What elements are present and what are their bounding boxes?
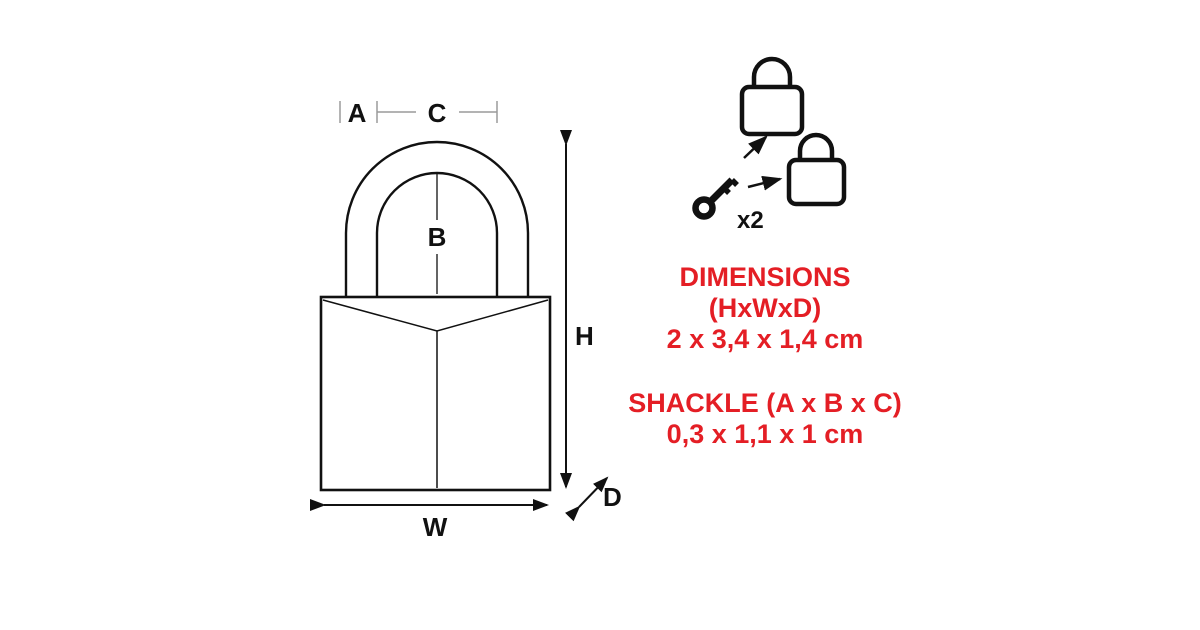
dim-label-d: D	[603, 482, 622, 512]
shackle-title: SHACKLE (A x B x C)	[628, 388, 902, 418]
padlock-icon-small-1	[739, 56, 805, 137]
padlock-icon-small-2	[786, 132, 847, 207]
key-count-label: x2	[737, 207, 764, 234]
arrow-key-to-lock-1	[743, 135, 768, 159]
spec-text-block: DIMENSIONS (HxWxD) 2 x 3,4 x 1,4 cm SHAC…	[540, 262, 990, 483]
small-lock-2-shackle	[797, 132, 835, 162]
dim-label-a: A	[348, 98, 367, 128]
dim-label-w: W	[423, 512, 448, 542]
dim-label-b: B	[428, 222, 447, 252]
shackle-outer	[344, 140, 530, 298]
dimensions-title: DIMENSIONS	[679, 262, 851, 292]
small-lock-2-body	[786, 157, 847, 207]
key-tooth-2	[722, 186, 731, 195]
key-ring	[692, 196, 716, 220]
key-tooth-1	[730, 178, 739, 187]
key-shaft	[707, 177, 735, 205]
dim-d-arrow	[564, 476, 609, 522]
dim-label-c: C	[428, 98, 447, 128]
key-icon	[692, 177, 739, 220]
small-lock-1-shackle	[751, 56, 793, 89]
dimensions-spec: DIMENSIONS (HxWxD) 2 x 3,4 x 1,4 cm	[540, 262, 990, 355]
dimensions-subtitle: (HxWxD)	[708, 293, 822, 323]
shackle-inner	[375, 171, 499, 298]
padlock-outline-large	[319, 140, 552, 492]
dim-label-h: H	[575, 321, 594, 351]
shackle-spec: SHACKLE (A x B x C) 0,3 x 1,1 x 1 cm	[540, 388, 990, 450]
dimensions-value: 2 x 3,4 x 1,4 cm	[666, 324, 864, 354]
dimension-annotations: A C B H W D	[310, 98, 622, 542]
padlock-body	[319, 295, 552, 492]
small-lock-1-body	[739, 84, 805, 137]
shackle-value: 0,3 x 1,1 x 1 cm	[666, 419, 864, 449]
key-and-locks-cluster: x2	[692, 56, 847, 234]
arrow-key-to-lock-2	[747, 175, 783, 191]
